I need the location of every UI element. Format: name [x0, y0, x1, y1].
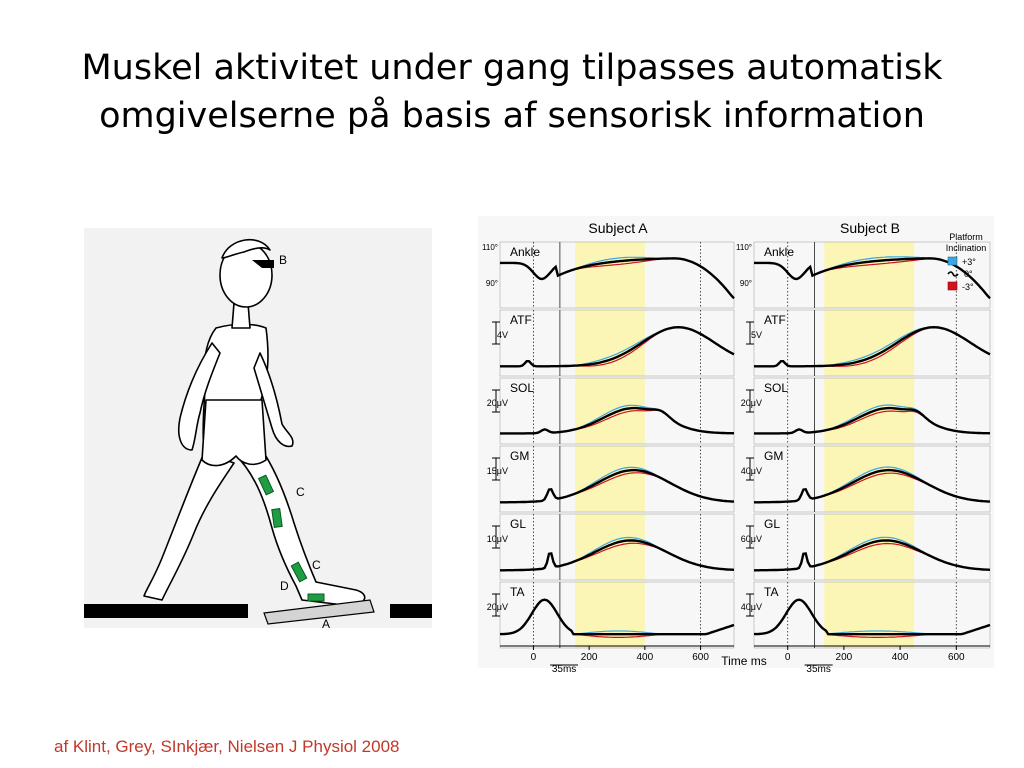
panel-frame-ta-2	[753, 581, 991, 649]
label-c-lower: C	[312, 558, 321, 572]
title-line-2: omgivelserne på basis af sensorisk infor…	[99, 96, 925, 136]
highlight-window-ta-1	[575, 582, 645, 648]
highlight-window-gl-1	[575, 514, 645, 580]
x-tick-label: 200	[836, 652, 853, 663]
x-tick-label: 200	[581, 652, 598, 663]
highlight-window-ankle-2	[824, 242, 915, 308]
emg-electrodes	[257, 474, 325, 602]
row-label-gm: GM	[764, 449, 783, 463]
legend-swatch-minus3	[947, 281, 958, 291]
label-a: A	[322, 617, 330, 631]
x-axis: 0 200 400 600 35ms 0 200 400 600 35ms	[500, 645, 990, 675]
x-tick-label: 600	[692, 652, 709, 663]
tilting-platform	[263, 599, 375, 625]
panel-frame-gl-2	[753, 513, 991, 581]
row-label-gl: GL	[510, 517, 526, 531]
series-zero-ankle-1	[500, 257, 735, 300]
panel-frame-atf-2	[753, 309, 991, 377]
row-label-sol: SOL	[764, 381, 788, 395]
legend-label-minus3: -3°	[962, 282, 974, 292]
delay-label: 35ms	[552, 664, 576, 675]
x-tick-label: 400	[637, 652, 654, 663]
legend-swatch-zero	[947, 271, 959, 277]
scale-label: 5V	[751, 330, 762, 340]
title-line-1: Muskel aktivitet under gang tilpasses au…	[81, 48, 943, 88]
scale-label-bottom: 90°	[740, 279, 752, 288]
scale-label: 60μV	[741, 534, 762, 544]
label-c-upper: C	[296, 485, 305, 499]
legend-swatch-plus3	[947, 256, 958, 266]
series-zero-ta-2	[754, 598, 991, 636]
legend-label-plus3: +3°	[962, 257, 976, 267]
row-label-gl: GL	[764, 517, 780, 531]
floor-right	[390, 604, 432, 618]
label-b: B	[279, 253, 287, 267]
panel-title-b: Subject B	[840, 220, 900, 236]
x-tick-label: 600	[948, 652, 965, 663]
row-label-ankle: Ankle	[510, 245, 540, 259]
scale-label-bottom: 90°	[486, 279, 498, 288]
row-label-sol: SOL	[510, 381, 534, 395]
series-zero-atf-2	[754, 325, 991, 368]
scale-label: 40μV	[741, 602, 762, 612]
series-zero-sol-1	[500, 406, 735, 435]
series-zero-sol-2	[754, 406, 991, 435]
series-zero-atf-1	[500, 325, 735, 368]
walking-figure-illustration: B C C D A	[84, 228, 432, 631]
highlight-window-ankle-1	[575, 242, 645, 308]
scale-label: 4V	[497, 330, 508, 340]
floor-left	[84, 604, 248, 618]
panel-frame-ta-1	[499, 581, 735, 649]
series-zero-ta-1	[500, 598, 735, 636]
panel-frame-gm-2	[753, 445, 991, 513]
scale-label: 20μV	[487, 602, 508, 612]
panel-frame-sol-1	[499, 377, 735, 445]
label-d: D	[280, 579, 289, 593]
series-zero-gl-2	[754, 539, 991, 572]
panel-frame-gm-1	[499, 445, 735, 513]
series-zero-gl-1	[500, 539, 735, 572]
panel-frame-sol-2	[753, 377, 991, 445]
panel-frame-ankle-2	[753, 241, 991, 309]
row-label-atf: ATF	[510, 313, 532, 327]
series-zero-gm-2	[754, 468, 991, 504]
panel-frame-ankle-1	[499, 241, 735, 309]
scale-label-top: 110°	[482, 243, 498, 252]
delay-label: 35ms	[806, 664, 830, 675]
row-label-ankle: Ankle	[764, 245, 794, 259]
x-axis-label: Time ms	[721, 654, 767, 668]
scale-label: 20μV	[741, 398, 762, 408]
scale-label: 20μV	[487, 398, 508, 408]
row-label-gm: GM	[510, 449, 529, 463]
legend-title-1: Platform	[949, 232, 983, 242]
x-tick-label: 0	[531, 652, 537, 663]
scale-label: 10μV	[487, 534, 508, 544]
goggles-icon	[252, 260, 274, 268]
chart-background	[478, 216, 994, 668]
slide-title: Muskel aktivitet under gang tilpasses au…	[0, 44, 1024, 140]
scale-label: 40μV	[741, 466, 762, 476]
scale-label-top: 110°	[736, 243, 752, 252]
legend-label-zero: 0°	[964, 269, 973, 279]
legend: Platform Inclination +3° 0° -3°	[946, 232, 987, 292]
citation-text: af Klint, Grey, SInkjær, Nielsen J Physi…	[54, 737, 400, 756]
highlight-window-ta-2	[824, 582, 915, 648]
emg-chart: Ankle110°90°Ankle110°90°ATF4VATF5VSOL20μ…	[478, 216, 994, 675]
scale-label: 15μV	[487, 466, 508, 476]
row-label-atf: ATF	[764, 313, 786, 327]
series-zero-gm-1	[500, 468, 735, 504]
x-tick-label: 0	[785, 652, 791, 663]
x-tick-label: 400	[892, 652, 909, 663]
panel-frame-atf-1	[499, 309, 735, 377]
row-label-ta: TA	[510, 585, 524, 599]
legend-title-2: Inclination	[946, 243, 987, 253]
highlight-window-gm-2	[824, 446, 915, 512]
panel-frame-gl-1	[499, 513, 735, 581]
row-label-ta: TA	[764, 585, 778, 599]
panel-title-a: Subject A	[588, 220, 648, 236]
